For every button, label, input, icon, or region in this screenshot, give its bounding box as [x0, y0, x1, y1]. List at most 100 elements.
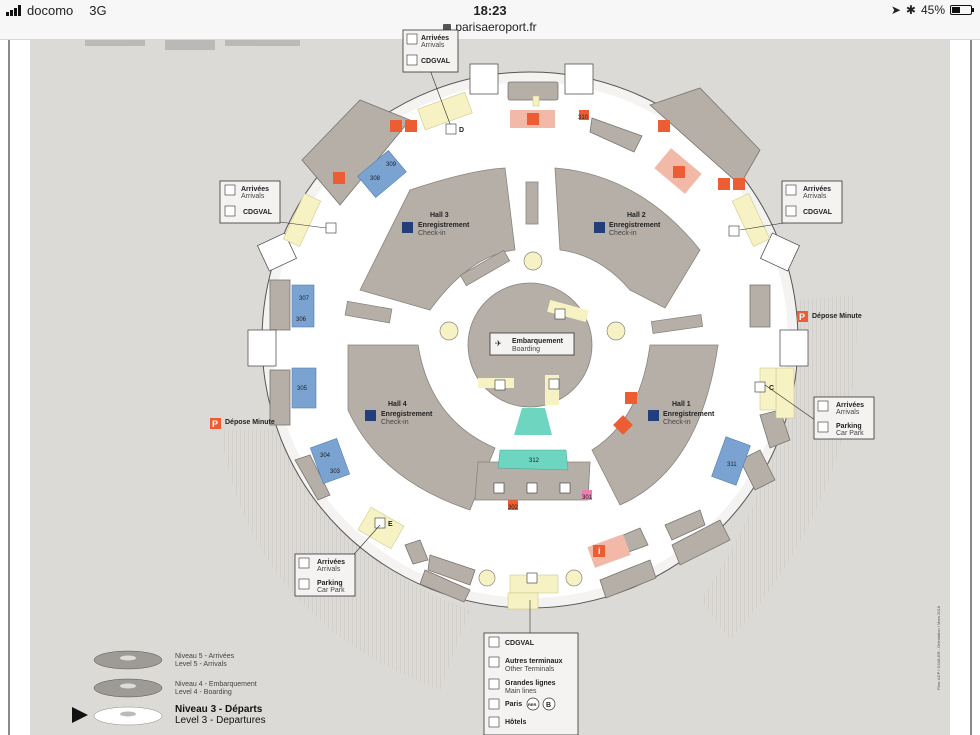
current-level-arrow-icon [72, 707, 88, 723]
toilets-icon [658, 120, 670, 132]
plane-icon: ✈ [495, 339, 502, 348]
level-legend: Niveau 5 - Arrivées Level 5 - Arrivals N… [72, 650, 266, 726]
info-icon [593, 545, 605, 557]
gate-301-marker [582, 490, 592, 500]
hall-3-block [359, 167, 516, 311]
level-4-fr: Niveau 4 - Embarquement [175, 681, 257, 688]
battery-icon [950, 5, 974, 15]
right-arrivals-en: Arrivals [803, 193, 827, 200]
hall-3-checkin-en: Check-in [418, 230, 446, 237]
rp-arrivals-en: Arrivals [836, 409, 860, 416]
box-mainlines-fr: Grandes lignes [505, 680, 556, 687]
hall-2-block [554, 167, 701, 309]
boarding-corridor [514, 408, 552, 435]
battery-fill [952, 7, 961, 13]
rp-parking-en: Car Park [836, 430, 864, 437]
lock-icon [443, 24, 452, 31]
top-arrivals-fr: Arrivées [421, 35, 449, 42]
right-arrivals-fr: Arrivées [803, 186, 831, 193]
cdgval-icon [785, 205, 797, 217]
depose-minute-left: P Dépose Minute [210, 418, 275, 429]
level-3-en: Level 3 - Departures [175, 715, 266, 726]
signal-icon [6, 5, 21, 16]
boarding-fr: Embarquement [512, 338, 564, 345]
hall-labels: Hall 3 Enregistrement Check-in Hall 2 En… [381, 212, 715, 426]
gate-305: 305 [297, 386, 308, 392]
transport-box[interactable]: CDGVAL Autres terminaux Other Terminals … [483, 632, 579, 735]
escalator-small [325, 123, 766, 584]
line-b-badge-icon [542, 697, 556, 711]
hall-4-checkin-fr: Enregistrement [381, 411, 433, 418]
toilets-icon [718, 178, 730, 190]
callout-right[interactable]: Arrivées Arrivals CDGVAL [781, 180, 843, 224]
door-pavilions [247, 63, 809, 367]
depose-zone-right [700, 295, 857, 640]
left-arrivals-fr: Arrivées [241, 186, 269, 193]
cdgval-icon [224, 205, 236, 217]
gate-307: 307 [299, 296, 310, 302]
url-text: parisaeroport.fr [455, 20, 537, 34]
elevator-icon [333, 172, 345, 184]
cdgval-icon [406, 54, 418, 66]
gate-301: 301 [582, 495, 593, 501]
top-arrivals-en: Arrivals [421, 42, 445, 49]
callout-right-parking[interactable]: Arrivées Arrivals Parking Car Park [813, 396, 875, 440]
network-type: 3G [89, 3, 107, 18]
svg-text:P: P [212, 419, 218, 429]
depose-minute-right-label: Dépose Minute [812, 313, 862, 320]
hall-4-checkin-en: Check-in [381, 419, 409, 426]
lp-parking-fr: Parking [317, 580, 343, 587]
gate-310-marker [579, 110, 589, 120]
terminal-legend-faint [85, 40, 300, 50]
depose-minute-left-label: Dépose Minute [225, 419, 275, 426]
hall-3-title: Hall 3 [430, 212, 449, 219]
gate-311: 311 [727, 462, 737, 468]
clock: 18:23 [473, 3, 507, 18]
gate-304: 304 [320, 453, 331, 459]
toilets-icon [405, 120, 417, 132]
status-left: docomo 3G [6, 3, 107, 18]
level-5-en: Level 5 - Arrivals [175, 661, 227, 668]
box-rer: RER [528, 702, 537, 707]
hall-4-title: Hall 4 [388, 401, 407, 408]
escalator-icon [673, 166, 685, 178]
boarding-label: ✈ Embarquement Boarding [489, 332, 575, 356]
gate-302-marker [508, 500, 518, 510]
train-icon [488, 678, 500, 690]
hall-4-block [347, 344, 496, 511]
gate-areas [291, 149, 751, 486]
gate-312: 312 [529, 458, 540, 464]
arrivals-icon [224, 184, 236, 196]
hall-1-block [591, 344, 719, 506]
callout-left[interactable]: Arrivées Arrivals CDGVAL [219, 180, 281, 224]
svg-text:P: P [799, 312, 805, 322]
hall-3-checkin-fr: Enregistrement [418, 222, 470, 229]
box-cdgval: CDGVAL [505, 640, 535, 647]
door-c: C [769, 385, 774, 392]
box-paris: Paris [505, 701, 522, 708]
rer-train-icon [488, 698, 500, 710]
toilets-icon [390, 120, 402, 132]
location-icon: ➤ [890, 3, 901, 17]
bluetooth-icon: ✱ [905, 3, 916, 17]
callout-top[interactable]: Arrivées Arrivals CDGVAL [402, 29, 459, 73]
elevator-icon [733, 178, 745, 190]
address-bar[interactable]: parisaeroport.fr [0, 20, 980, 34]
status-bar: docomo 3G 18:23 parisaeroport.fr ➤ ✱ 45% [0, 0, 980, 40]
parking-icon [298, 578, 310, 590]
hall-2-checkin-en: Check-in [609, 230, 637, 237]
gate-303: 303 [330, 469, 341, 475]
callout-left-parking[interactable]: Arrivées Arrivals Parking Car Park [294, 553, 356, 597]
box-other-en: Other Terminals [505, 666, 555, 673]
gate-302: 302 [508, 505, 519, 511]
hall-1-checkin-fr: Enregistrement [663, 411, 715, 418]
gate-312-area [497, 449, 569, 471]
left-cdgval: CDGVAL [243, 209, 273, 216]
left-arrivals-en: Arrivals [241, 193, 265, 200]
lp-arrivals-fr: Arrivées [317, 559, 345, 566]
depose-minute-right: P Dépose Minute [797, 311, 862, 322]
hall-2-checkin-fr: Enregistrement [609, 222, 661, 229]
gate-306: 306 [296, 317, 307, 323]
gate-310: 310 [578, 115, 589, 121]
